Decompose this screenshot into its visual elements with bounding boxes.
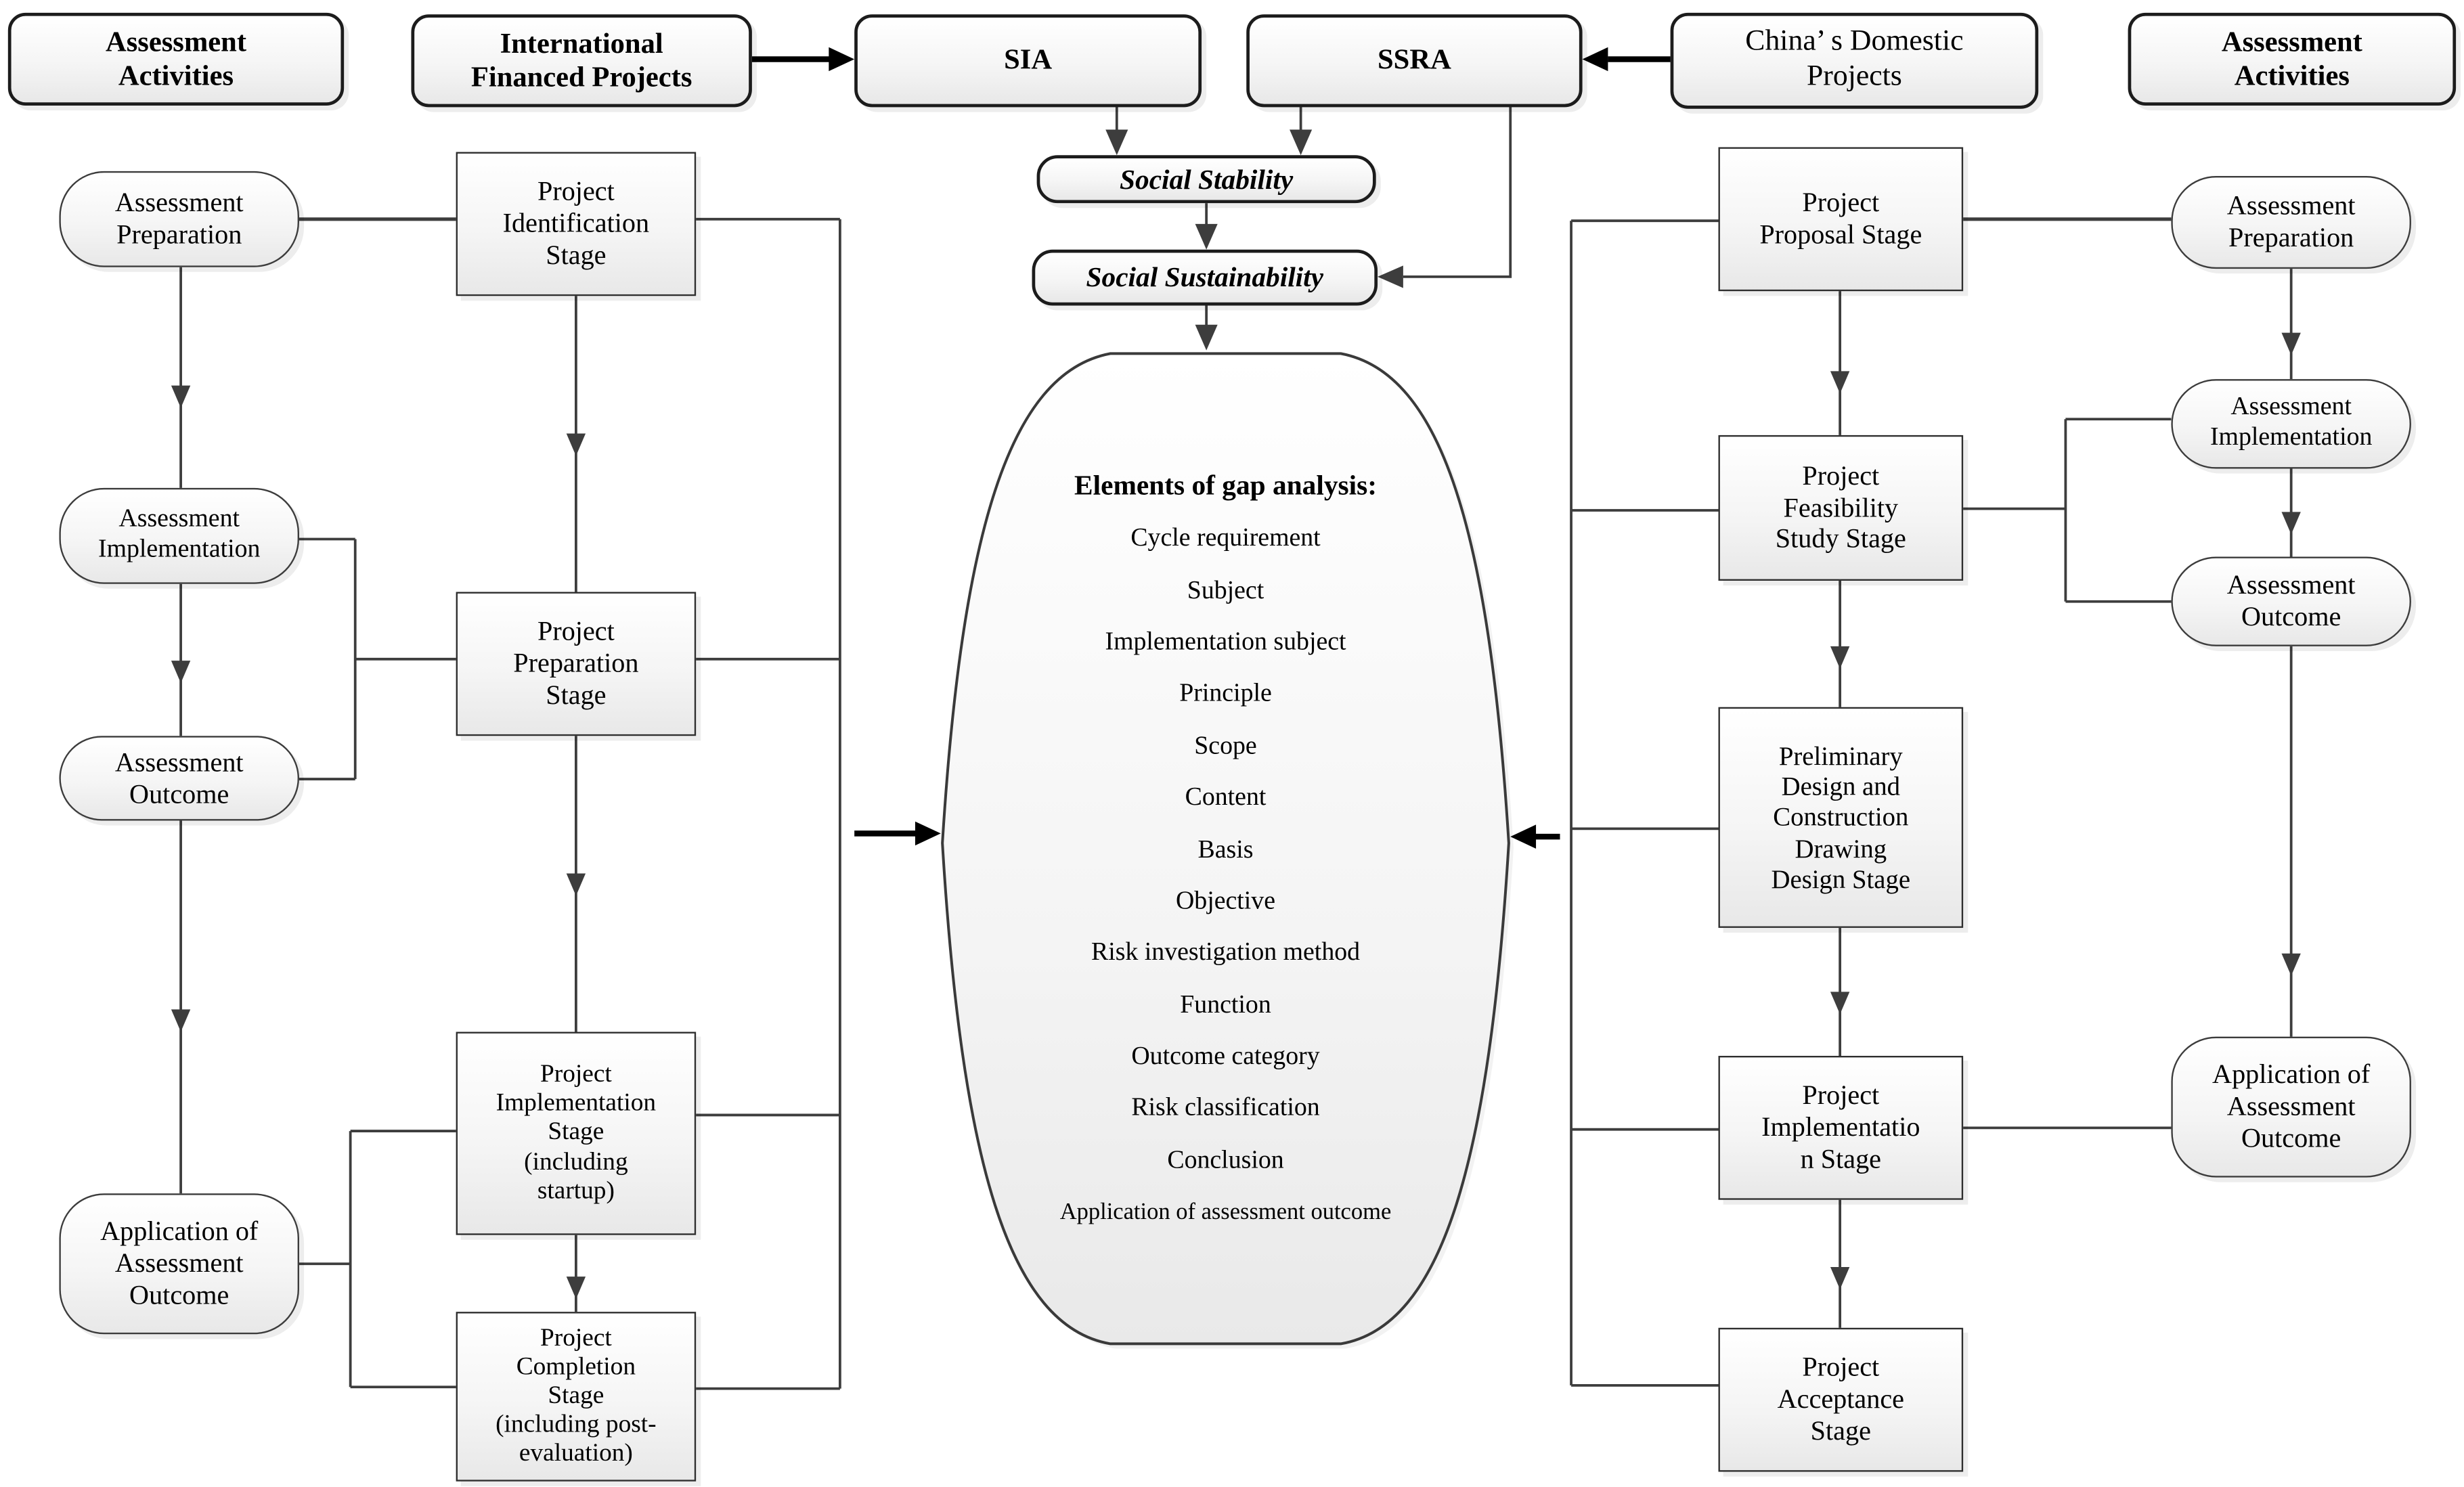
gap-analysis-shape	[941, 352, 1514, 1349]
left-project-completion-stage: Project Completion Stage (including post…	[456, 1312, 697, 1482]
right-preliminary-design-stage: Preliminary Design and Construction Draw…	[1718, 707, 1964, 928]
right-connectors	[1570, 217, 2301, 1387]
thick-arrows	[751, 47, 1671, 849]
left-project-preparation-stage: Project Preparation Stage	[456, 592, 697, 736]
header-assessment-activities-right-label: Assessment Activities	[2221, 25, 2362, 91]
left-project-identification-stage: Project Identification Stage	[456, 152, 697, 296]
left-project-identification-stage-label: Project Identification Stage	[502, 176, 650, 271]
gap-analysis-item: Principle	[1179, 680, 1272, 708]
header-chinas-domestic-projects-label: China’ s Domestic Projects	[1745, 26, 1964, 93]
gap-analysis-item: Cycle requirement	[1130, 525, 1321, 552]
left-assessment-outcome: Assessment Outcome	[59, 736, 299, 821]
gap-analysis-item: Subject	[1187, 577, 1264, 604]
gap-analysis-item: Outcome category	[1131, 1043, 1320, 1071]
right-project-acceptance-stage: Project Acceptance Stage	[1718, 1327, 1964, 1472]
left-assessment-implementation: Assessment Implementation	[59, 487, 299, 584]
right-project-feasibility-study-stage-label: Project Feasibility Study Stage	[1775, 460, 1906, 554]
header-international-financed-projects: International Financed Projects	[411, 14, 752, 108]
header-ssra: SSRA	[1246, 14, 1583, 108]
header-sia-label: SIA	[1004, 43, 1053, 76]
header-ssra-label: SSRA	[1378, 43, 1451, 76]
right-project-acceptance-stage-label: Project Acceptance Stage	[1777, 1352, 1905, 1446]
left-project-implementation-stage: Project Implementation Stage (including …	[456, 1031, 697, 1235]
right-assessment-outcome: Assessment Outcome	[2171, 556, 2411, 646]
social-sustainability-label: Social Sustainability	[1086, 261, 1324, 293]
right-project-implementation-stage: Project Implementatio n Stage	[1718, 1055, 1964, 1200]
right-project-feasibility-study-stage: Project Feasibility Study Stage	[1718, 435, 1964, 581]
gap-analysis-item: Risk classification	[1131, 1094, 1320, 1123]
gap-analysis-item: Function	[1180, 991, 1271, 1019]
left-assessment-outcome-label: Assessment Outcome	[114, 747, 244, 809]
header-assessment-activities-left: Assessment Activities	[7, 12, 345, 106]
left-assessment-preparation-label: Assessment Preparation	[114, 187, 244, 250]
left-project-implementation-stage-label: Project Implementation Stage (including …	[496, 1061, 657, 1205]
right-assessment-implementation: Assessment Implementation	[2171, 379, 2411, 469]
header-chinas-domestic-projects: China’ s Domestic Projects	[1670, 12, 2039, 109]
gap-analysis-item: Conclusion	[1167, 1147, 1284, 1174]
right-project-proposal-stage: Project Proposal Stage	[1718, 147, 1964, 292]
gap-analysis-item: Risk investigation method	[1091, 939, 1361, 967]
right-preliminary-design-stage-label: Preliminary Design and Construction Draw…	[1771, 740, 1911, 894]
social-stability-label: Social Stability	[1120, 162, 1294, 195]
right-assessment-outcome-label: Assessment Outcome	[2226, 570, 2356, 632]
left-assessment-preparation: Assessment Preparation	[59, 171, 299, 267]
left-project-preparation-stage-label: Project Preparation Stage	[513, 616, 639, 711]
left-project-completion-stage-label: Project Completion Stage (including post…	[496, 1324, 657, 1467]
header-international-financed-projects-label: International Financed Projects	[470, 26, 692, 93]
right-application-of-assessment-outcome-label: Application of Assessment Outcome	[2212, 1059, 2371, 1153]
gap-analysis-item: Application of assessment outcome	[1059, 1199, 1392, 1225]
right-project-implementation-stage-label: Project Implementatio n Stage	[1761, 1080, 1920, 1174]
right-assessment-preparation: Assessment Preparation	[2171, 175, 2411, 269]
right-assessment-preparation-label: Assessment Preparation	[2226, 190, 2356, 253]
gap-analysis-content: Elements of gap analysis: Cycle requirem…	[950, 456, 1501, 1239]
left-connectors	[171, 217, 841, 1390]
header-assessment-activities-left-label: Assessment Activities	[105, 25, 246, 91]
header-assessment-activities-right: Assessment Activities	[2128, 12, 2457, 106]
social-stability-box: Social Stability	[1036, 155, 1376, 204]
right-application-of-assessment-outcome: Application of Assessment Outcome	[2171, 1036, 2411, 1178]
right-assessment-implementation-label: Assessment Implementation	[2209, 394, 2373, 451]
gap-analysis-item: Objective	[1175, 887, 1276, 915]
gap-analysis-item: Basis	[1197, 836, 1254, 864]
left-application-of-assessment-outcome-label: Application of Assessment Outcome	[100, 1216, 259, 1310]
left-application-of-assessment-outcome: Application of Assessment Outcome	[59, 1193, 299, 1335]
right-project-proposal-stage-label: Project Proposal Stage	[1759, 187, 1922, 250]
social-sustainability-box: Social Sustainability	[1032, 249, 1378, 306]
gap-analysis-item: Implementation subject	[1105, 628, 1346, 657]
header-sia: SIA	[854, 14, 1202, 108]
gap-analysis-item: Content	[1185, 784, 1267, 812]
gap-analysis-title: Elements of gap analysis:	[1074, 468, 1377, 500]
left-assessment-implementation-label: Assessment Implementation	[97, 506, 261, 563]
gap-analysis-item: Scope	[1194, 732, 1257, 760]
middle-connectors	[1105, 105, 1512, 351]
barrel-outline	[941, 352, 1510, 1346]
